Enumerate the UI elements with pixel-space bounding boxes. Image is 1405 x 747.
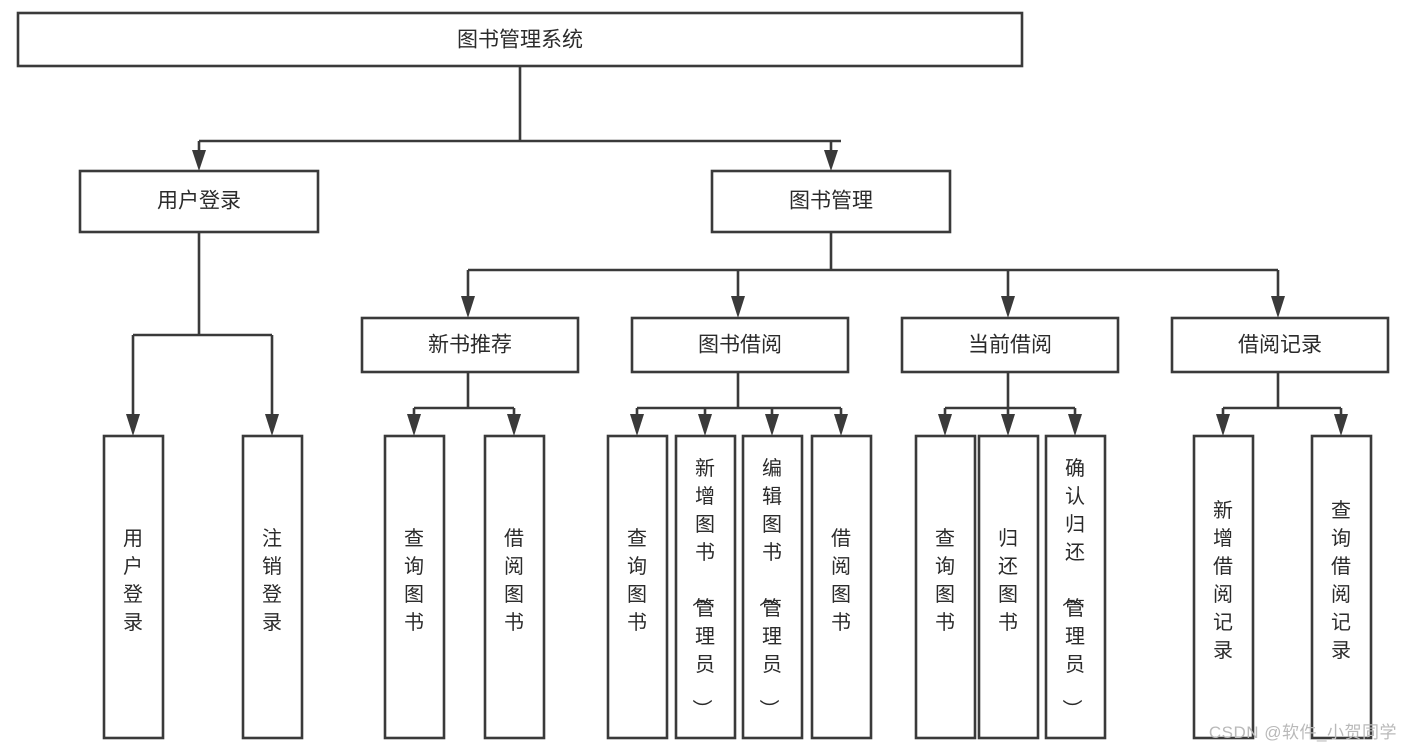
leaf-record-0[interactable]: 新增借阅记录 — [1192, 434, 1255, 740]
connector-current-to-leaves — [938, 372, 1082, 436]
leaf-record-0-label: 新增借阅记录 — [1213, 499, 1233, 662]
node-book-management[interactable]: 图书管理 — [710, 169, 952, 234]
node-book-borrow-label: 图书借阅 — [698, 334, 782, 357]
node-borrow-record-label: 借阅记录 — [1238, 334, 1322, 357]
connector-record-to-leaves — [1216, 372, 1348, 436]
leaf-borrow-0[interactable]: 查询图书 — [606, 434, 669, 740]
leaf-login-0[interactable]: 用户登录 — [102, 434, 165, 740]
leaf-newbook-1-label: 借阅图书 — [504, 527, 524, 634]
node-user-login[interactable]: 用户登录 — [78, 169, 320, 234]
leaf-borrow-2-label: 编辑图书（管理员） — [757, 457, 782, 719]
leaf-current-2[interactable]: 确认归还（管理员） — [1044, 434, 1107, 740]
leaf-current-0-label: 查询图书 — [935, 527, 955, 634]
leaf-borrow-2[interactable]: 编辑图书（管理员） — [741, 434, 804, 740]
leaf-current-1-label: 归还图书 — [998, 527, 1018, 634]
leaf-current-1[interactable]: 归还图书 — [977, 434, 1040, 740]
leaf-current-2-label: 确认归还（管理员） — [1060, 457, 1085, 719]
node-book-borrow[interactable]: 图书借阅 — [630, 316, 850, 374]
node-root-label: 图书管理系统 — [457, 29, 583, 52]
connector-newbook-to-leaves — [407, 372, 521, 436]
node-root[interactable]: 图书管理系统 — [16, 11, 1024, 68]
leaf-borrow-3[interactable]: 借阅图书 — [810, 434, 873, 740]
connector-bookmgmt-to-level2 — [461, 232, 1285, 318]
leaf-borrow-3-label: 借阅图书 — [831, 527, 851, 634]
node-current-borrow-label: 当前借阅 — [968, 334, 1052, 357]
leaf-login-1[interactable]: 注销登录 — [241, 434, 304, 740]
leaf-record-1[interactable]: 查询借阅记录 — [1310, 434, 1373, 740]
node-new-book-recommend-label: 新书推荐 — [428, 334, 512, 357]
node-borrow-record[interactable]: 借阅记录 — [1170, 316, 1390, 374]
connector-login-to-leaves — [126, 232, 279, 436]
node-new-book-recommend[interactable]: 新书推荐 — [360, 316, 580, 374]
node-current-borrow[interactable]: 当前借阅 — [900, 316, 1120, 374]
leaf-current-0[interactable]: 查询图书 — [914, 434, 977, 740]
leaf-borrow-0-label: 查询图书 — [627, 527, 647, 634]
csdn-watermark: CSDN @软件_小贺同学 — [1208, 723, 1397, 742]
leaf-record-1-label: 查询借阅记录 — [1331, 499, 1351, 662]
connector-borrow-to-leaves — [630, 372, 848, 436]
leaf-login-0-label: 用户登录 — [123, 528, 143, 634]
leaf-newbook-1[interactable]: 借阅图书 — [483, 434, 546, 740]
leaf-newbook-0-label: 查询图书 — [404, 527, 424, 634]
node-user-login-label: 用户登录 — [157, 190, 241, 213]
connector-root-to-level1 — [192, 66, 841, 171]
leaf-login-1-label: 注销登录 — [262, 527, 282, 634]
leaf-borrow-1-label: 新增图书（管理员） — [690, 457, 715, 719]
node-book-management-label: 图书管理 — [789, 190, 873, 213]
leaf-newbook-0[interactable]: 查询图书 — [383, 434, 446, 740]
leaf-borrow-1[interactable]: 新增图书（管理员） — [674, 434, 737, 740]
